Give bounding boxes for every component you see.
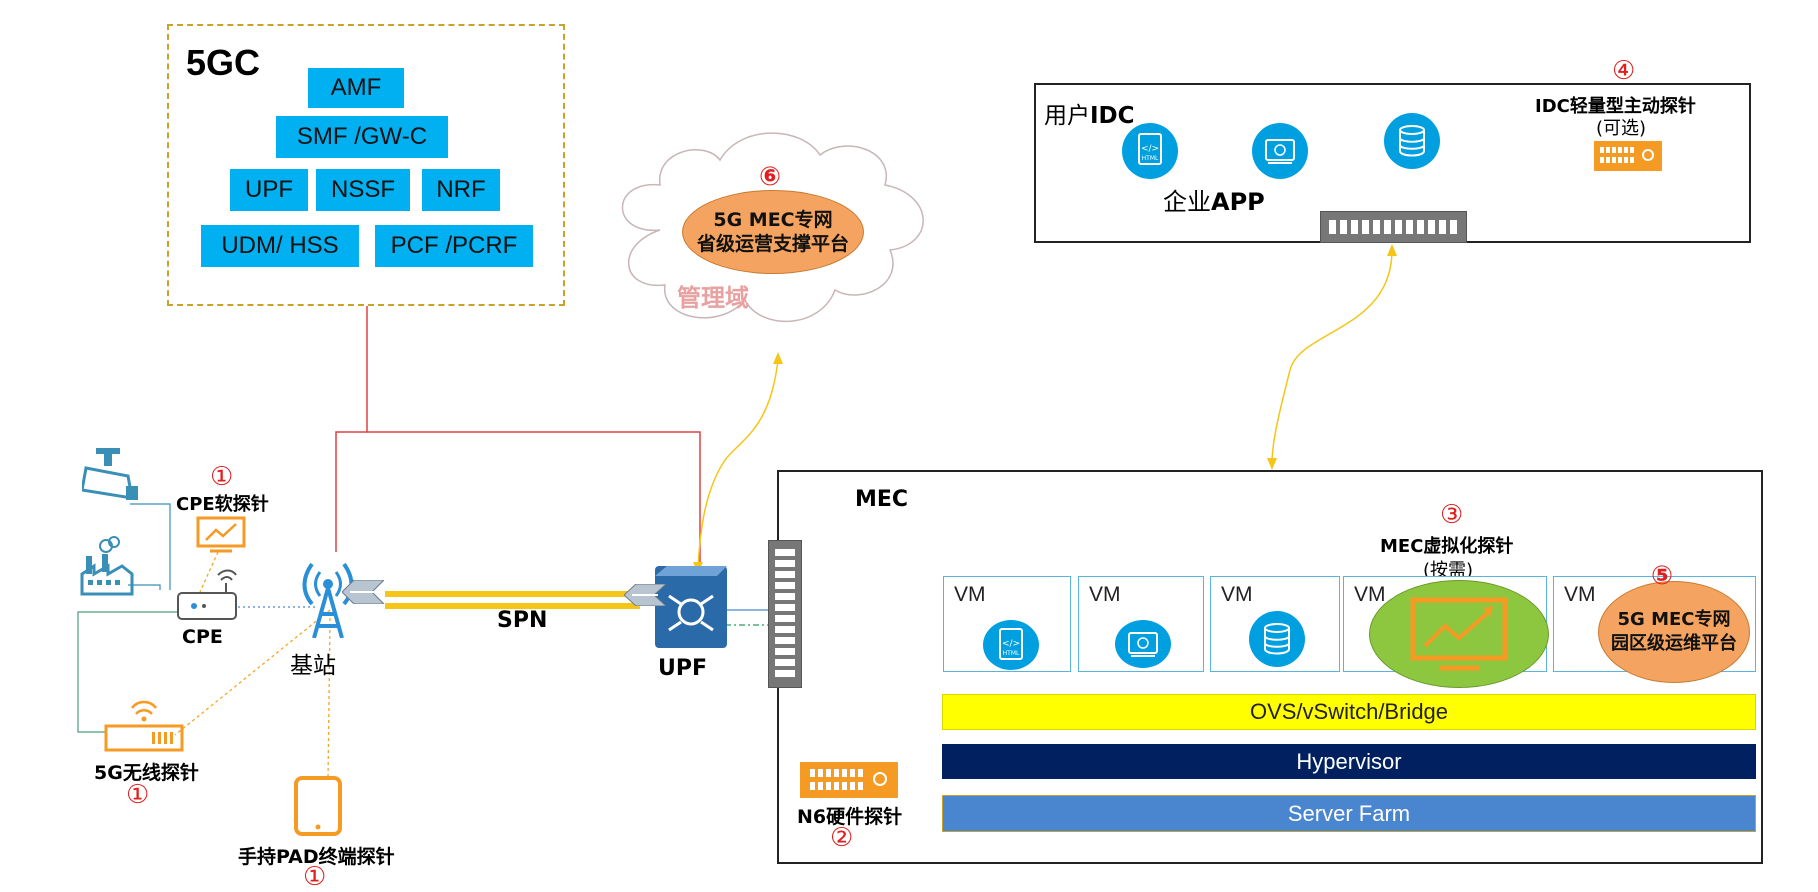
upf-spn-node-icon: [624, 584, 666, 606]
5gc-title: 5GC: [186, 42, 261, 83]
svg-text:</>: </>: [1002, 639, 1020, 649]
marker-5: ⑤: [1651, 561, 1674, 591]
marker-4: ④: [1612, 56, 1636, 86]
vm-video: VM: [1078, 576, 1204, 672]
provincial-platform-line1: 5G MEC专网: [713, 209, 833, 231]
idc-switch-icon: [1320, 211, 1467, 243]
svg-text:</>: </>: [1141, 144, 1159, 154]
marker-1-cpe: ①: [210, 462, 234, 492]
nf-amf: AMF: [308, 68, 404, 108]
park-platform-bubble: 5G MEC专网 园区级运维平台: [1598, 581, 1750, 683]
idc-probe-title: IDC轻量型主动探针: [1535, 96, 1696, 117]
monitor-chart-icon: [1410, 597, 1508, 671]
mec-switch-icon: [768, 540, 802, 688]
html-app-icon: </>HTML: [1122, 123, 1178, 179]
vm-label: VM: [1221, 583, 1253, 606]
base-station-label: 基站: [290, 653, 336, 679]
idc-title-prefix: 用户: [1044, 103, 1090, 129]
park-platform-line2: 园区级运维平台: [1611, 633, 1737, 654]
provincial-platform-bubble: 5G MEC专网 省级运营支撑平台: [682, 190, 864, 274]
cpe-probe-label: CPE软探针: [176, 494, 269, 515]
marker-1-wireless: ①: [126, 780, 150, 810]
vm-database: VM: [1210, 576, 1340, 672]
cpe-router-icon: [176, 563, 238, 623]
marker-6: ⑥: [759, 162, 782, 192]
nf-smf: SMF /GW-C: [276, 116, 448, 158]
camera-icon: [82, 446, 140, 506]
nf-udm-hss: UDM/ HSS: [201, 225, 359, 267]
enterprise-app-prefix: 企业: [1163, 188, 1211, 216]
mec-title: MEC: [855, 487, 909, 512]
svg-text:HTML: HTML: [1142, 155, 1159, 162]
html-app-icon: </>HTML: [983, 620, 1039, 670]
upf-label: UPF: [658, 656, 708, 681]
svg-text:HTML: HTML: [1003, 650, 1020, 657]
ovs-layer: OVS/vSwitch/Bridge: [942, 694, 1756, 730]
5gc-core-box: [167, 24, 565, 306]
vm-label: VM: [1354, 583, 1386, 606]
mec-virtual-probe-title: MEC虚拟化探针: [1380, 536, 1514, 557]
management-domain-label: 管理域: [677, 284, 749, 312]
nf-pcf-pcrf: PCF /PCRF: [375, 225, 533, 267]
nf-upf: UPF: [230, 169, 308, 211]
base-station-icon: [302, 556, 354, 638]
database-app-icon: [1249, 611, 1305, 667]
vm-html: VM </>HTML: [943, 576, 1071, 672]
idc-probe-icon: [1594, 141, 1662, 171]
cpe-probe-icon: [196, 516, 246, 554]
enterprise-app-suffix: APP: [1211, 188, 1265, 216]
enterprise-app-label: 企业APP: [1163, 182, 1265, 217]
marker-1-pad: ①: [303, 862, 327, 892]
n6-probe-label: N6硬件探针: [797, 806, 903, 828]
marker-3: ③: [1440, 500, 1464, 530]
spn-label: SPN: [497, 608, 548, 633]
hypervisor-layer: Hypervisor: [942, 744, 1756, 779]
cpe-label: CPE: [182, 626, 223, 648]
server-farm-layer: Server Farm: [942, 795, 1756, 832]
n6-probe-icon: [800, 762, 898, 798]
wireless-probe-icon: [104, 692, 184, 754]
vm-label: VM: [1089, 583, 1121, 606]
video-app-icon: [1252, 123, 1308, 179]
idc-probe-sub: (可选): [1596, 118, 1647, 139]
marker-2: ②: [830, 823, 854, 853]
factory-icon: [80, 536, 134, 596]
provincial-platform-line2: 省级运营支撑平台: [696, 233, 849, 255]
pad-probe-label: 手持PAD终端探针: [238, 846, 395, 868]
nf-nssf: NSSF: [316, 169, 410, 211]
vm-label: VM: [954, 583, 986, 606]
park-platform-line1: 5G MEC专网: [1617, 609, 1731, 630]
idc-title: 用户IDC: [1044, 96, 1135, 130]
virtual-probe-bubble: [1369, 580, 1549, 688]
vm-label: VM: [1564, 583, 1596, 606]
idc-title-suffix: IDC: [1090, 103, 1135, 129]
base-station-node-icon: [342, 580, 384, 604]
upf-router-icon: [655, 566, 727, 648]
mec-virtual-probe-sub: (按需): [1423, 560, 1474, 581]
pad-terminal-icon: [294, 776, 342, 836]
wireless-probe-label: 5G无线探针: [94, 762, 199, 784]
database-app-icon: [1384, 113, 1440, 169]
video-app-icon: [1115, 620, 1171, 668]
nf-nrf: NRF: [422, 169, 500, 211]
